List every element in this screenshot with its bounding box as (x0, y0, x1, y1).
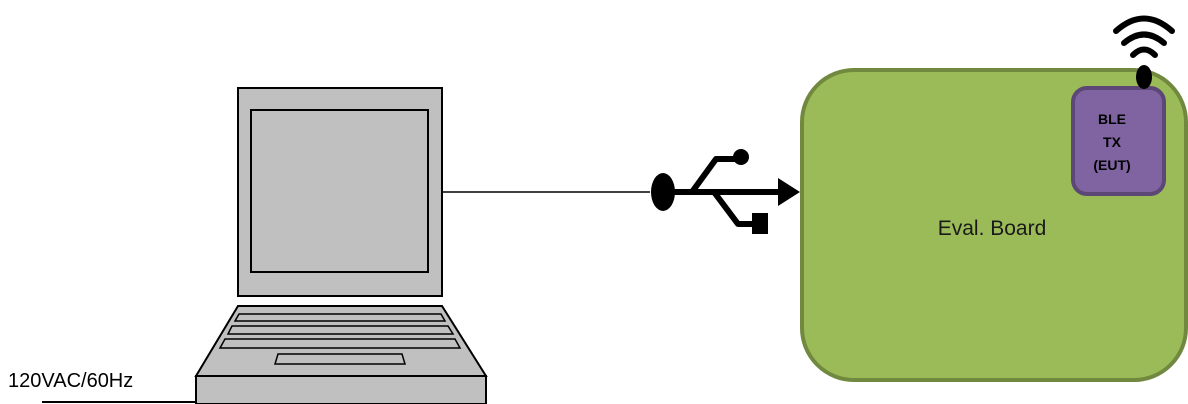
usb-icon (651, 149, 800, 234)
ble-tx-chip (1071, 86, 1166, 196)
power-label: 120VAC/60Hz (8, 370, 133, 392)
laptop-icon (194, 87, 488, 404)
chip-label-line1: BLE (1098, 111, 1126, 127)
chip-label-line3: (EUT) (1093, 157, 1130, 173)
laptop-screen (250, 109, 429, 273)
laptop-touchpad (273, 353, 407, 365)
chip-label-line2: TX (1103, 134, 1122, 150)
laptop-base (195, 375, 487, 404)
laptop-key-row (233, 313, 447, 322)
laptop-key-row (218, 338, 462, 349)
laptop-key-row (226, 325, 455, 335)
eval-board-label: Eval. Board (938, 217, 1047, 240)
wireless-signal-icon (1113, 15, 1175, 89)
